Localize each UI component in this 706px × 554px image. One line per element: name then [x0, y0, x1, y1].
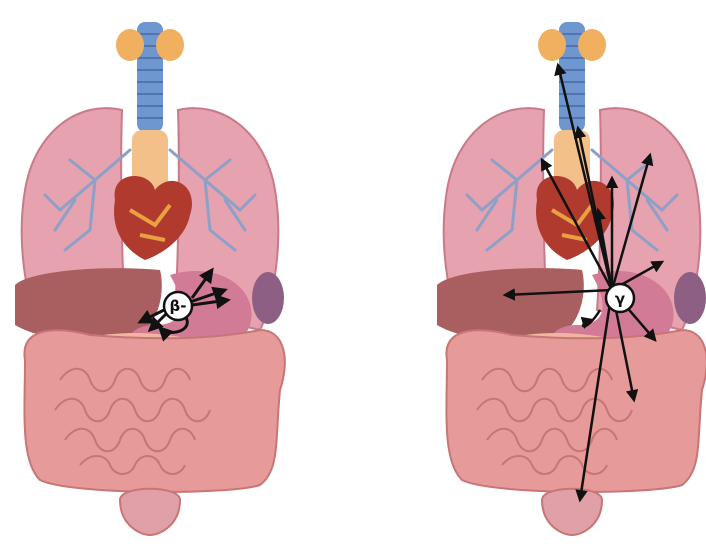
panel-gamma: γ	[437, 22, 706, 535]
beta-label: β-	[170, 297, 187, 315]
panel-beta: β-	[15, 22, 285, 535]
gamma-label: γ	[615, 290, 625, 308]
